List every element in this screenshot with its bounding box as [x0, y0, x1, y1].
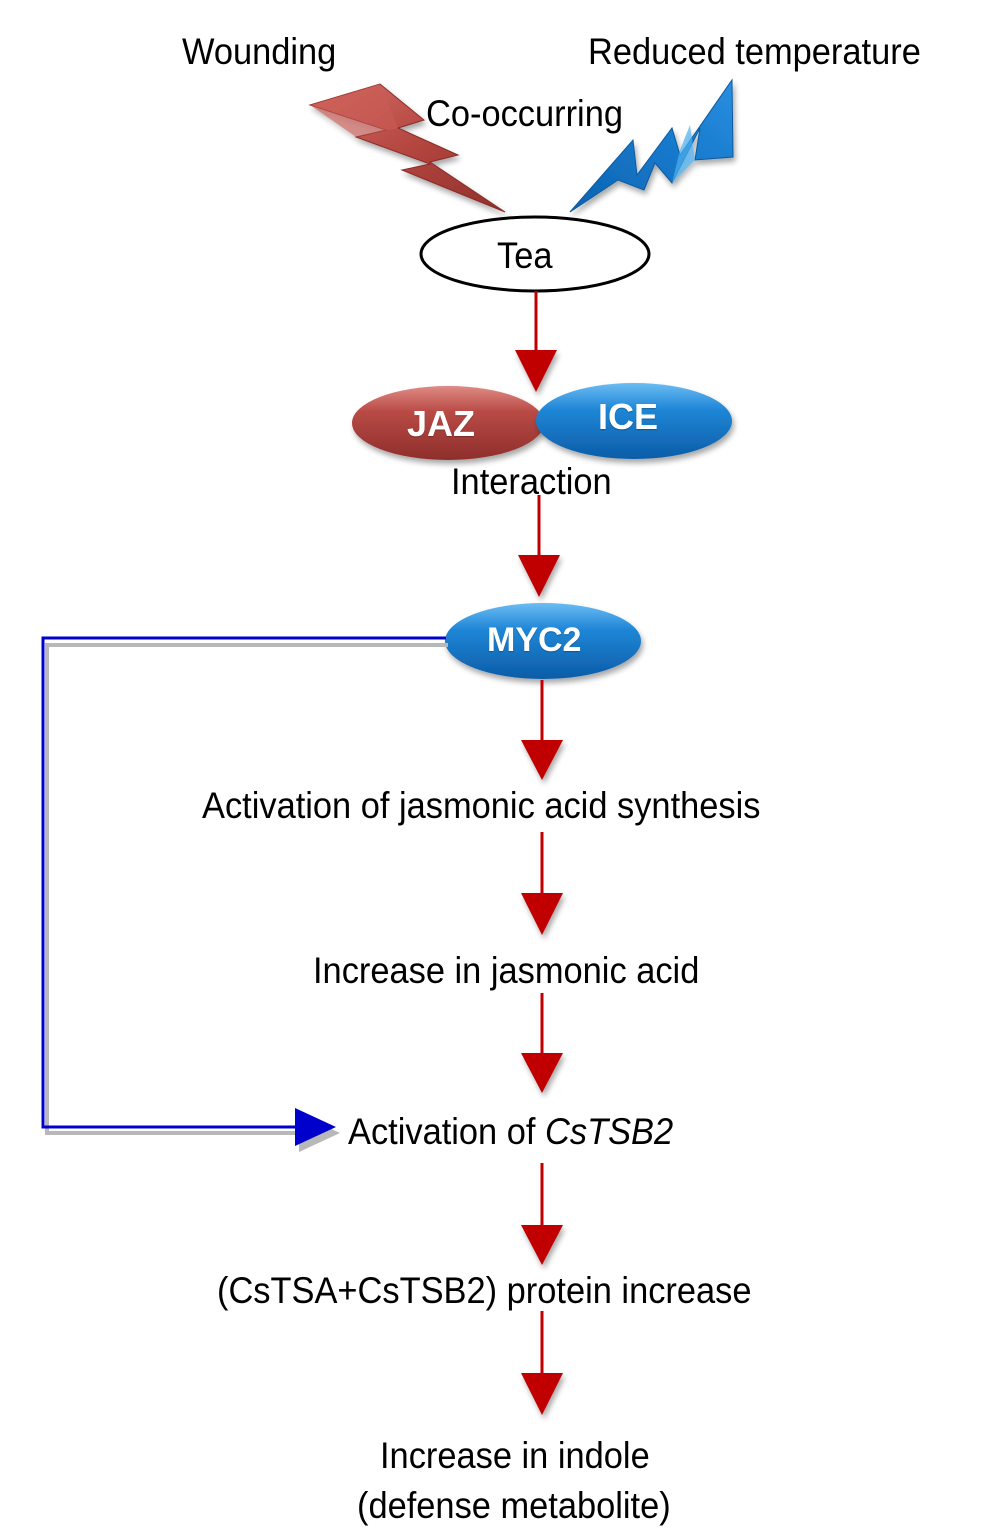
arrow-ja-synthesis-to-ja-increase: [521, 832, 563, 935]
cstsb2-activation-label: Activation of CsTSB2: [348, 1113, 673, 1150]
wounding-label: Wounding: [182, 31, 337, 72]
cstsb2-gene: CsTSB2: [545, 1111, 674, 1152]
arrow-interaction-to-myc2: [518, 495, 560, 597]
jaz-node: [352, 386, 544, 460]
ja-increase-label: Increase in jasmonic acid: [313, 950, 700, 991]
protein-increase-label: (CsTSA+CsTSB2) protein increase: [217, 1270, 752, 1311]
indole-label-line2: (defense metabolite): [357, 1485, 671, 1526]
indole-label-line1: Increase in indole: [380, 1435, 650, 1476]
arrow-ja-increase-to-cstsb2: [521, 993, 563, 1093]
arrow-myc2-to-ja-synthesis: [521, 680, 563, 780]
reduced-temperature-label: Reduced temperature: [588, 31, 921, 72]
tea-label: Tea: [497, 235, 553, 276]
ice-node: [536, 383, 732, 459]
arrow-tea-to-jaz-ice: [515, 291, 557, 392]
ja-synthesis-label: Activation of jasmonic acid synthesis: [202, 785, 761, 826]
myc2-node: [445, 603, 641, 679]
co-occurring-label: Co-occurring: [426, 93, 623, 134]
cold-bolt-icon: [569, 78, 734, 213]
jaz-label: JAZ: [407, 403, 476, 444]
myc2-label: MYC2: [487, 621, 582, 659]
wounding-bolt-icon: [308, 83, 506, 213]
arrow-cstsb2-to-protein: [521, 1163, 563, 1265]
arrow-myc2-to-cstsb2: [41, 636, 448, 1152]
arrow-protein-to-indole: [521, 1311, 563, 1415]
interaction-label: Interaction: [451, 461, 612, 502]
ice-label: ICE: [598, 396, 659, 437]
cstsb2-prefix: Activation of: [348, 1111, 546, 1152]
